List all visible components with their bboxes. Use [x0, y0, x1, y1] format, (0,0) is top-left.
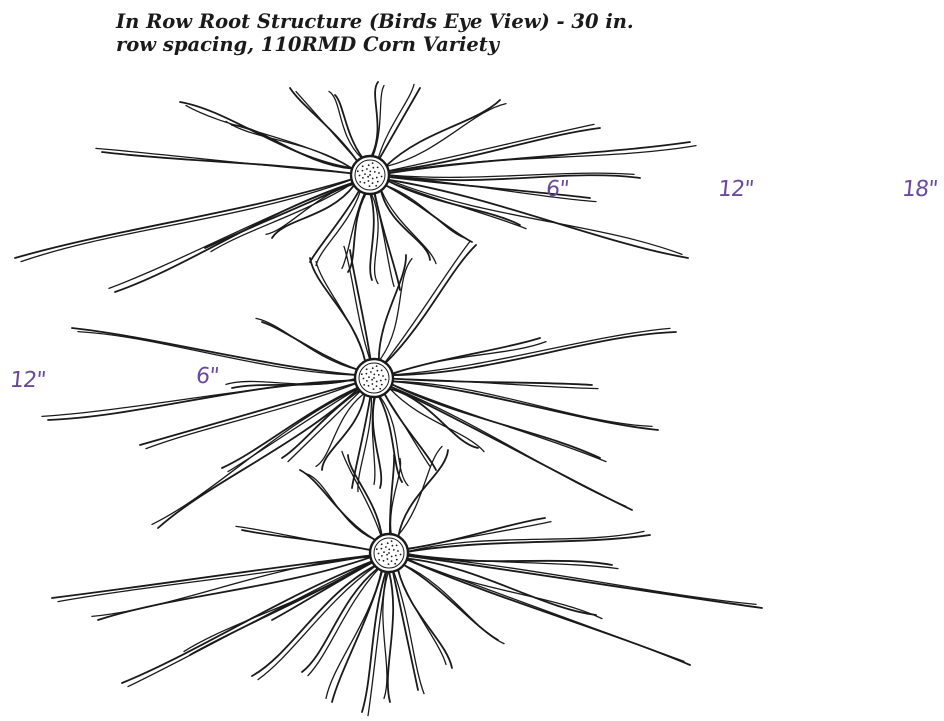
- root-line: [379, 396, 402, 482]
- root-line: [391, 387, 632, 510]
- root-line: [258, 566, 375, 679]
- root-line: [21, 180, 352, 262]
- root-line: [344, 246, 370, 359]
- root-line: [310, 258, 365, 361]
- root-line: [388, 181, 526, 228]
- root-line: [236, 526, 370, 549]
- root-line: [96, 148, 351, 173]
- root-line: [378, 84, 414, 157]
- plant-1-stalk: [351, 156, 389, 194]
- plant-3-roots: [52, 446, 762, 715]
- root-line: [393, 328, 670, 375]
- root-line: [370, 194, 374, 280]
- distance-label-6in-left: 6": [195, 364, 220, 389]
- root-line: [180, 102, 352, 168]
- root-line: [184, 561, 372, 651]
- root-line: [390, 389, 484, 452]
- root-line: [368, 572, 387, 716]
- root-line: [389, 128, 600, 171]
- root-line: [408, 535, 650, 552]
- root-line: [300, 470, 375, 540]
- plant-2-stalk: [355, 359, 393, 397]
- root-line: [232, 125, 352, 169]
- root-line: [389, 124, 595, 170]
- root-line: [140, 383, 356, 445]
- root-line: [158, 389, 358, 528]
- root-line: [296, 92, 357, 161]
- distance-label-12in-left: 12": [9, 368, 47, 393]
- root-line: [262, 322, 357, 370]
- root-line: [408, 522, 551, 550]
- root-line: [389, 146, 696, 174]
- plant-3-stalk: [370, 534, 408, 572]
- root-line: [387, 100, 501, 166]
- root-line: [380, 88, 421, 159]
- root-line: [388, 572, 393, 702]
- root-line: [362, 572, 386, 712]
- distance-label-6in-top: 6": [545, 177, 570, 202]
- distance-label-18in-top: 18": [901, 177, 939, 202]
- root-line: [398, 450, 448, 537]
- root-line: [385, 241, 470, 362]
- root-line: [388, 180, 688, 258]
- root-line: [335, 95, 362, 158]
- root-line: [390, 389, 478, 448]
- root-line: [205, 183, 353, 248]
- root-line: [398, 446, 443, 536]
- root-line: [394, 571, 424, 693]
- root-line: [272, 185, 354, 238]
- distance-label-12in-top: 12": [717, 177, 755, 202]
- root-line: [393, 332, 676, 375]
